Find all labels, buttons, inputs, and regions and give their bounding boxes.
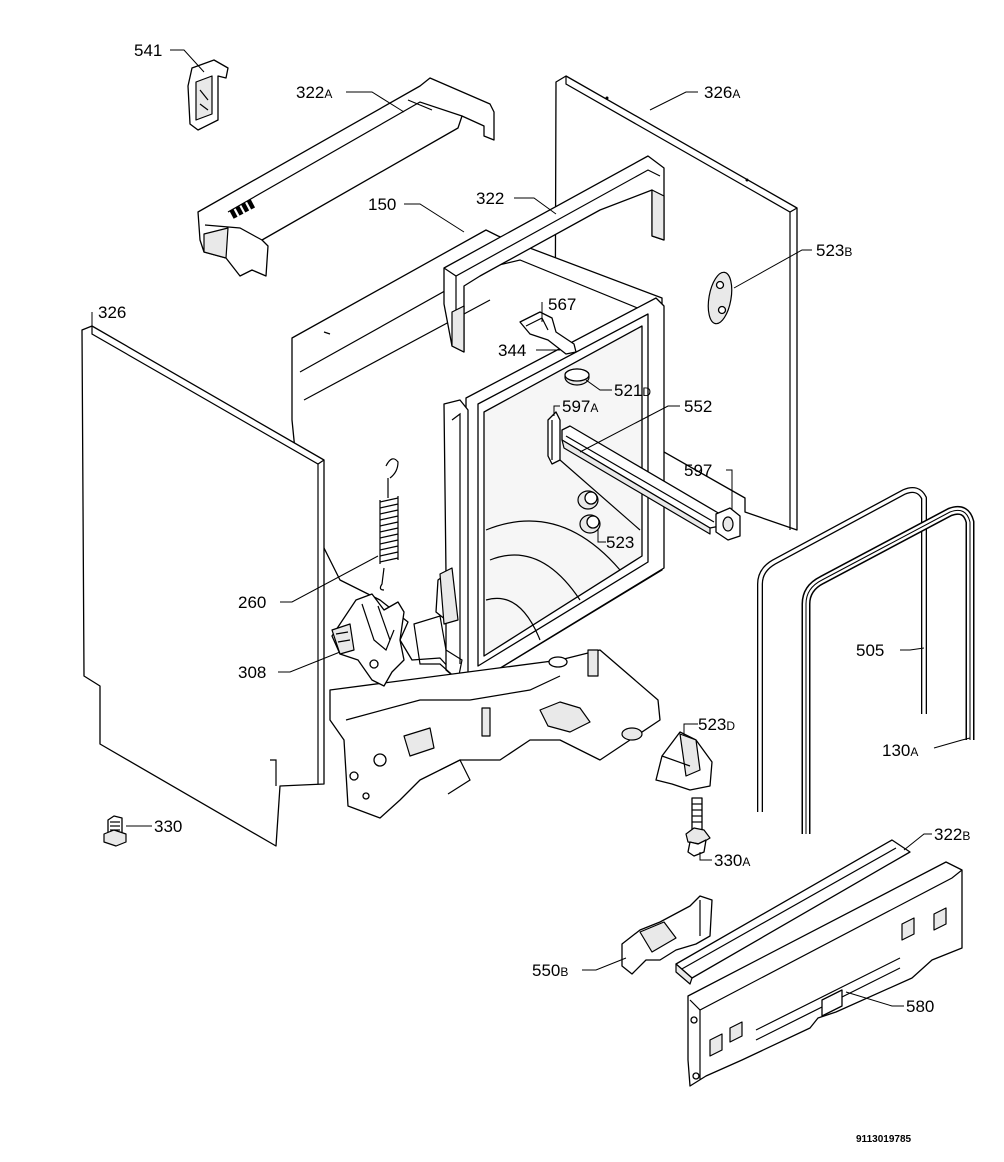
- label-505: 505: [856, 641, 884, 660]
- part-150-tub-front-frame: [465, 297, 665, 685]
- label-322: 322: [476, 189, 504, 208]
- label-260: 260: [238, 593, 266, 612]
- part-labels: 541 322A 326A 150 322 523B 326 567 344 5…: [98, 41, 970, 1016]
- part-541-clip: [187, 59, 229, 131]
- label-326: 326: [98, 303, 126, 322]
- label-523: 523: [606, 533, 634, 552]
- part-130a-door-seal: [801, 505, 975, 834]
- label-567: 567: [548, 295, 576, 314]
- leader-lines: [91, 49, 971, 1007]
- part-tub-side-bracket: [413, 399, 469, 682]
- part-523b-grommet: [707, 271, 733, 325]
- label-150: 150: [368, 195, 396, 214]
- label-523b: 523B: [816, 241, 852, 260]
- label-597a: 597A: [562, 397, 598, 416]
- part-597-end-cap: [715, 507, 741, 541]
- part-521d-cap: [564, 368, 590, 386]
- label-550b: 550B: [532, 961, 568, 980]
- label-330: 330: [154, 817, 182, 836]
- part-322a-top-frame: ▮▮▮▮: [197, 77, 495, 277]
- part-330a-foot: [685, 797, 711, 857]
- label-330a: 330A: [714, 851, 750, 870]
- part-322b-bottom-rail: [675, 839, 911, 985]
- part-322-top-rail: [443, 155, 665, 353]
- part-523-grommets: [577, 490, 601, 534]
- part-308-hinge: [331, 593, 405, 687]
- part-597a-guide: [547, 411, 561, 465]
- label-523d: 523D: [698, 715, 735, 734]
- part-523d-bracket: [655, 731, 713, 791]
- part-260-spring: [379, 458, 399, 591]
- part-base-frame: [329, 649, 661, 819]
- part-330-screw: [103, 815, 127, 847]
- label-541: 541: [134, 41, 162, 60]
- label-521d: 521D: [614, 381, 651, 400]
- label-580: 580: [906, 997, 934, 1016]
- diagram-code: 9113019785: [856, 1134, 912, 1145]
- label-308: 308: [238, 663, 266, 682]
- part-580-base-plate: [687, 861, 963, 1087]
- label-322a: 322A: [296, 83, 332, 102]
- part-550b-bracket: [621, 895, 713, 975]
- part-505-seal: [757, 487, 927, 812]
- part-326-side-panel: [81, 325, 325, 847]
- label-344: 344: [498, 341, 526, 360]
- label-130a: 130A: [882, 741, 918, 760]
- label-597: 597: [684, 461, 712, 480]
- label-552: 552: [684, 397, 712, 416]
- label-326a: 326A: [704, 83, 740, 102]
- label-322b: 322B: [934, 825, 970, 844]
